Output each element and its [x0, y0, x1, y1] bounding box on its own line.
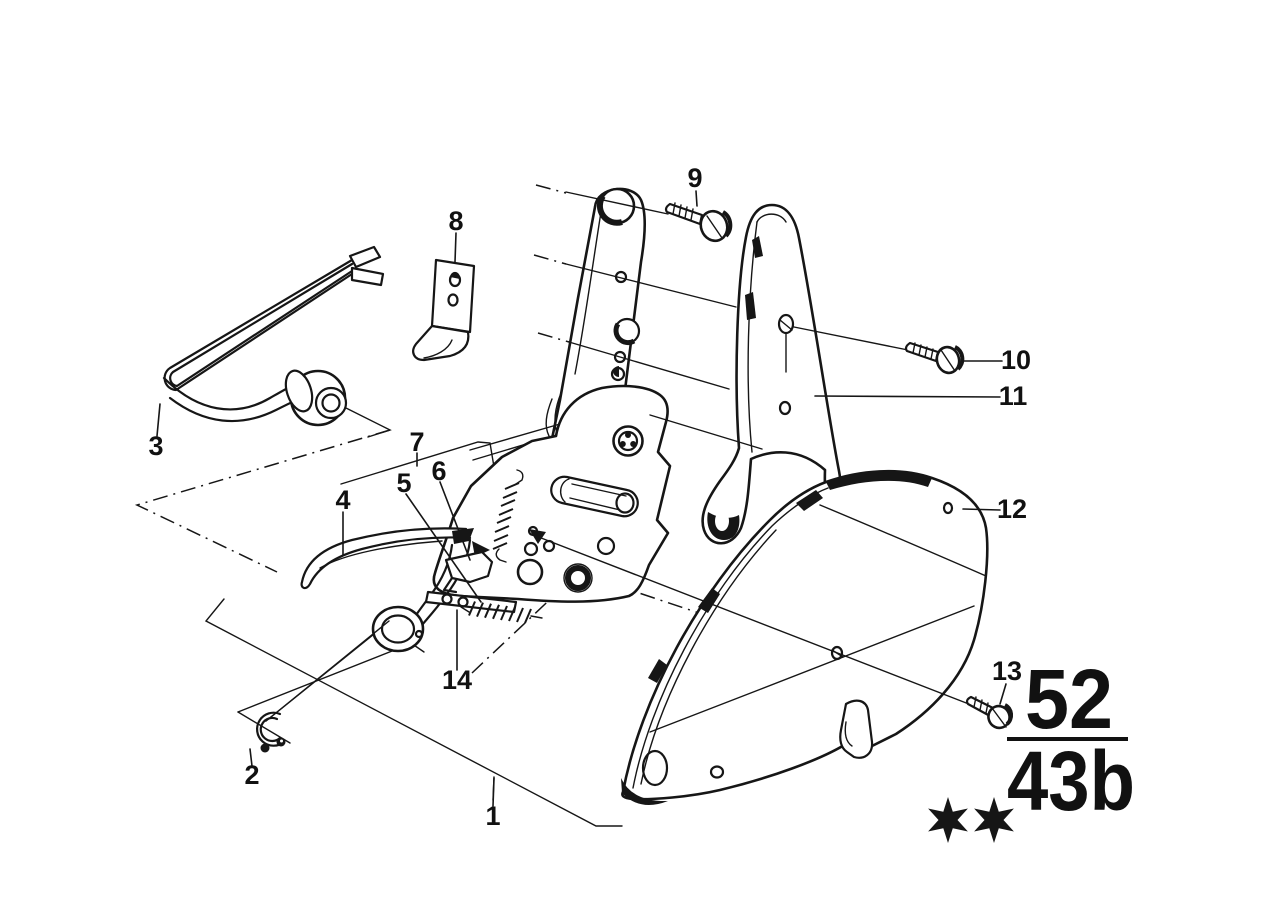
footnote-stars	[928, 797, 1014, 843]
callout-leader-lines	[156, 190, 1007, 807]
backrest-side-member-drawing	[701, 203, 842, 545]
torsion-bar-drawing	[162, 245, 392, 438]
mounting-bracket-drawing	[412, 258, 476, 362]
assembly-leader-lines	[265, 191, 975, 722]
callout-7: 7	[409, 427, 424, 457]
callout-11: 11	[999, 381, 1028, 411]
latch-and-springs-drawing	[424, 469, 544, 624]
callout-13: 13	[992, 656, 1022, 686]
coil-spring-horizontal	[468, 601, 532, 624]
coil-spring-diagonal	[492, 482, 520, 550]
callout-8: 8	[448, 206, 463, 236]
recliner-plate-drawing	[432, 384, 672, 603]
section-code-numerator: 52	[1025, 652, 1113, 746]
callout-14: 14	[442, 665, 472, 695]
callout-12: 12	[997, 494, 1027, 524]
callout-2: 2	[244, 760, 259, 790]
callout-6: 6	[431, 456, 446, 486]
callout-1: 1	[485, 801, 500, 831]
callout-9: 9	[687, 163, 702, 193]
section-code: 52 43b	[1007, 652, 1135, 828]
section-code-denominator: 43b	[1007, 734, 1135, 828]
screw-9-drawing	[664, 202, 733, 243]
backrest-trim-panel-drawing	[621, 469, 989, 806]
callout-4: 4	[335, 485, 350, 515]
callout-3: 3	[148, 431, 163, 461]
callouts: 1 2 3 4 5 6 7 8 9 10 11 12 13 14	[148, 163, 1031, 831]
screw-13-drawing	[965, 695, 1014, 730]
circlip-drawing	[256, 711, 286, 753]
screw-10-drawing	[904, 341, 965, 375]
callout-5: 5	[396, 468, 411, 498]
star-icon	[974, 797, 1014, 843]
star-icon	[928, 797, 968, 843]
callout-10: 10	[1001, 345, 1031, 375]
